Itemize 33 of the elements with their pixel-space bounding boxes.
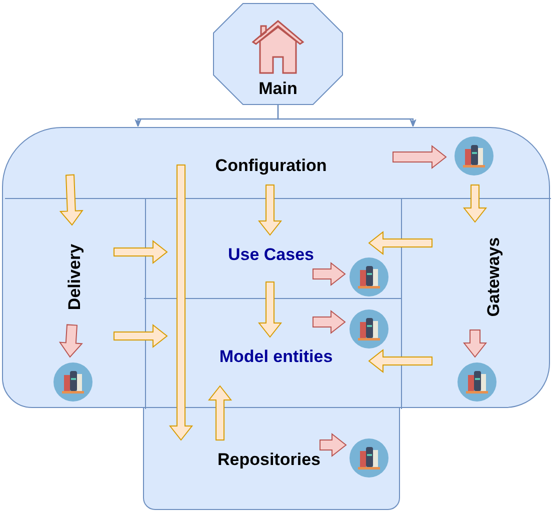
octagon-box [213,3,343,105]
block-arrow [392,144,447,170]
node-label: Gateways [484,237,504,317]
block-arrow [312,310,346,334]
block-arrow [462,184,488,223]
block-arrow [258,184,282,236]
block-arrow [208,385,232,440]
rounded-region [143,408,400,510]
books-icon [454,136,494,176]
books-icon [457,362,497,402]
block-arrow [58,324,83,358]
block-arrow [59,174,84,226]
block-arrow [462,330,488,358]
block-arrow [114,240,168,264]
node-label: Configuration [215,156,327,176]
block-arrow [258,282,282,338]
arrow [277,105,416,128]
node-label: Delivery [65,244,85,310]
block-arrow [312,262,346,286]
node-label: Main [258,79,298,99]
block-arrow [114,324,168,348]
block-arrow [368,230,432,256]
block-arrow [320,432,347,458]
block-arrow [168,164,194,441]
books-icon [349,309,389,349]
books-icon [349,257,389,297]
node-label: Use Cases [228,245,314,265]
rounded-region [2,127,550,408]
block-arrow [368,348,432,374]
node-label: Model entities [219,347,333,367]
node-label: Repositories [218,450,320,470]
books-icon [53,362,93,402]
books-icon [349,438,389,478]
